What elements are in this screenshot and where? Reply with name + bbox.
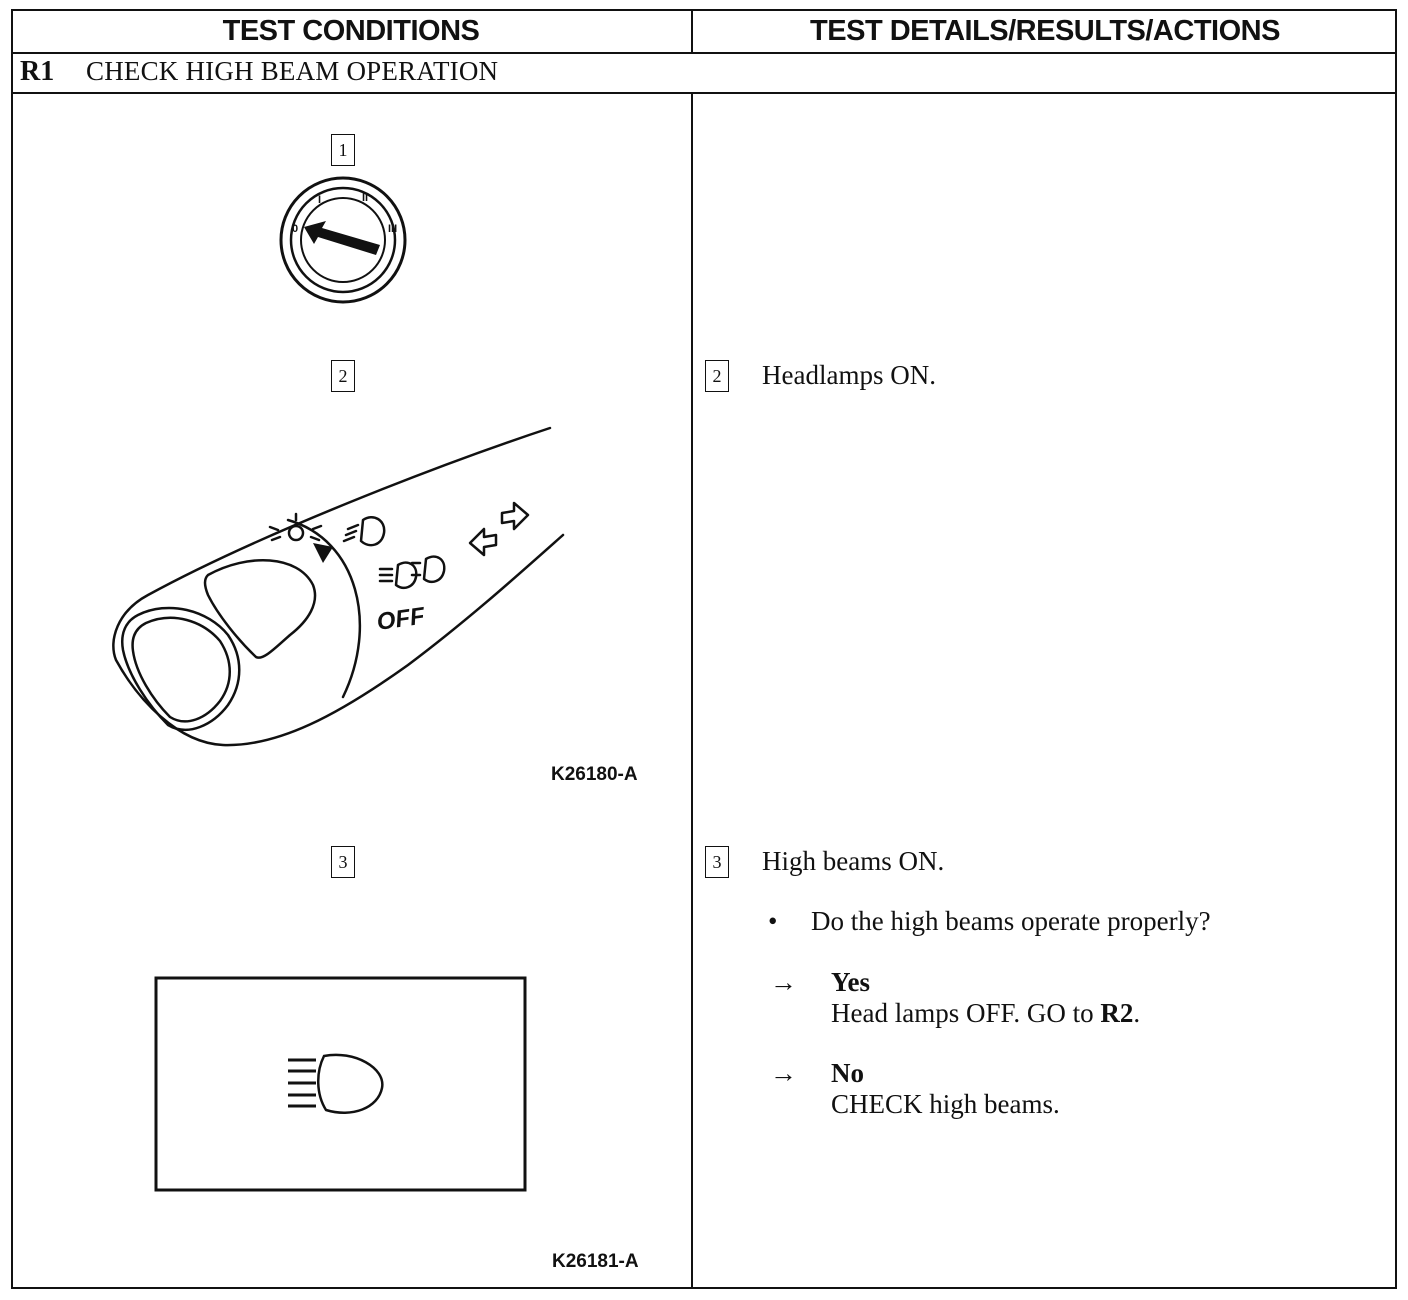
no-arrow: → xyxy=(770,1058,797,1088)
svg-text:III: III xyxy=(388,223,397,235)
step-id: R1 xyxy=(20,56,55,87)
figure-id-1: K26180-A xyxy=(551,764,638,785)
svg-text:OFF: OFF xyxy=(375,602,428,636)
headlamp-switch-icon: OFF xyxy=(112,426,565,747)
question-text: Do the high beams operate properly? xyxy=(811,906,1211,936)
marker-3: 3 xyxy=(331,846,355,878)
yes-action: Head lamps OFF. GO to R2. xyxy=(831,998,1141,1028)
detail-marker-3: 3 xyxy=(705,846,729,878)
high-beams-on-text: High beams ON. xyxy=(762,846,945,876)
step-title-divider xyxy=(11,92,1397,94)
headlamps-on-text: Headlamps ON. xyxy=(762,360,936,390)
question-bullet: • xyxy=(768,906,778,936)
figure-id-2: K26181-A xyxy=(552,1251,639,1272)
marker-1: 1 xyxy=(331,134,355,166)
detail-marker-2: 2 xyxy=(705,360,729,392)
high-beam-icon xyxy=(154,976,527,1192)
svg-text:II: II xyxy=(362,192,368,204)
svg-text:I: I xyxy=(318,194,321,206)
header-column-divider xyxy=(691,9,693,53)
yes-label: Yes xyxy=(831,967,870,997)
svg-text:0: 0 xyxy=(292,223,298,235)
test-conditions-header: TEST CONDITIONS xyxy=(222,14,480,47)
ignition-switch-icon: 0 I II III xyxy=(279,176,407,304)
yes-arrow: → xyxy=(770,967,797,997)
marker-2: 2 xyxy=(331,360,355,392)
test-details-header: TEST DETAILS/RESULTS/ACTIONS xyxy=(810,14,1280,47)
header-divider xyxy=(11,52,1397,54)
step-title: CHECK HIGH BEAM OPERATION xyxy=(86,56,499,86)
body-column-divider xyxy=(691,93,693,1289)
no-label: No xyxy=(831,1058,864,1088)
no-action: CHECK high beams. xyxy=(831,1089,1060,1119)
procedure-table xyxy=(11,9,1397,1289)
